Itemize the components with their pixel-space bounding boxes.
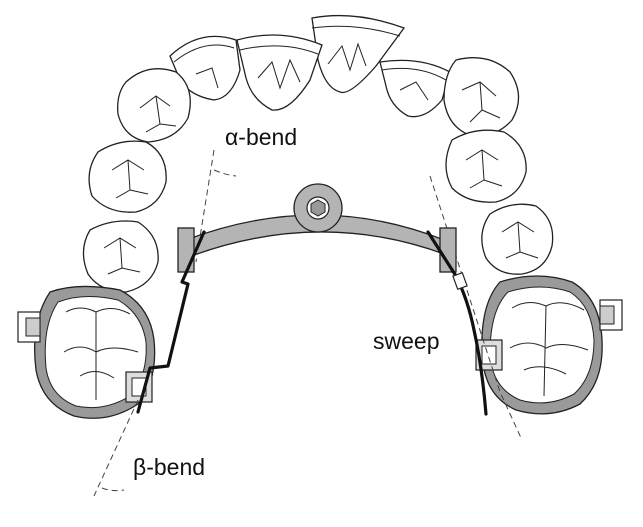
central-incisor-right	[236, 34, 323, 111]
beta-angle-arc	[101, 487, 125, 492]
central-bar-appliance	[177, 214, 457, 273]
second-premolar-left	[481, 203, 554, 275]
canine-right	[117, 68, 191, 143]
banded-molar-left	[475, 275, 623, 415]
first-premolar-right	[88, 140, 167, 213]
second-premolar-right	[82, 220, 159, 293]
lateral-incisor-left	[379, 59, 451, 118]
alpha-angle-arc	[213, 169, 237, 177]
central-incisor-left	[311, 14, 406, 94]
beta-bend-label: β-bend	[133, 454, 206, 480]
first-premolar-left	[445, 129, 527, 203]
alpha-bend-label: α-bend	[225, 124, 298, 150]
sweep-label: sweep	[373, 328, 440, 354]
wire-tube-left	[452, 271, 468, 291]
lateral-incisor-right	[169, 35, 241, 101]
wire-right-with-bends	[136, 230, 206, 414]
banded-molar-right	[17, 285, 156, 419]
beta-reference-line	[93, 399, 139, 497]
canine-left	[443, 57, 520, 137]
screw-hex-icon	[293, 183, 343, 233]
